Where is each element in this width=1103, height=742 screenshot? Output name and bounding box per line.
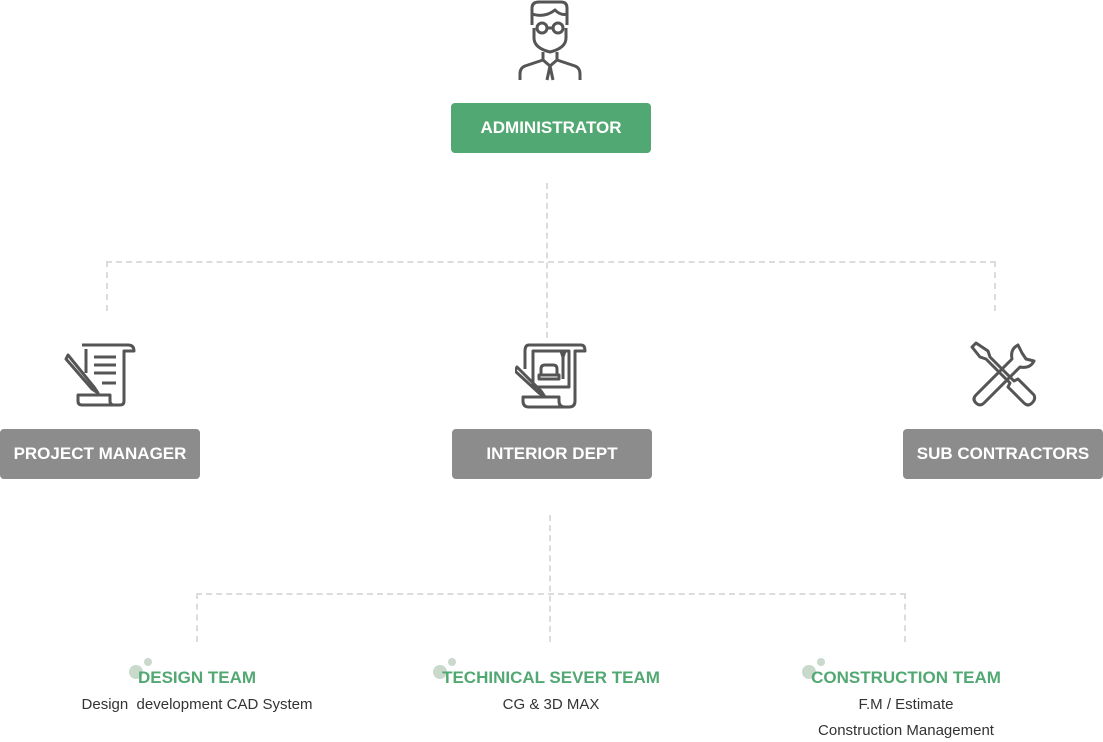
connector-line [196, 593, 906, 595]
department-box-sub-contractors[interactable]: SUB CONTRACTORS [903, 429, 1103, 479]
team-design: DESIGN TEAM Design development CAD Syste… [37, 658, 357, 718]
wrench-screwdriver-icon [970, 341, 1037, 407]
connector-line [994, 261, 996, 311]
blueprint-pen-icon [515, 343, 587, 409]
connector-line [549, 515, 551, 642]
connector-line [196, 593, 198, 642]
document-pen-icon [64, 343, 136, 407]
team-title: CONSTRUCTION TEAM [811, 668, 1001, 687]
team-title: TECHINICAL SEVER TEAM [442, 668, 660, 687]
connector-line [106, 261, 996, 263]
connector-line [904, 593, 906, 642]
team-description: Construction Management [818, 722, 994, 739]
team-technical-server: TECHINICAL SEVER TEAM CG & 3D MAX [391, 658, 711, 718]
team-description: F.M / Estimate [858, 696, 954, 713]
decorative-dots-icon [802, 658, 826, 679]
decorative-dots-icon [128, 658, 152, 679]
administrator-box[interactable]: ADMINISTRATOR [451, 103, 651, 153]
connector-line [546, 183, 548, 338]
team-description: Design development CAD System [81, 696, 313, 713]
team-description: CG & 3D MAX [502, 696, 600, 713]
connector-line [106, 261, 108, 311]
decorative-dots-icon [433, 658, 457, 679]
person-glasses-icon [518, 0, 582, 81]
team-title: DESIGN TEAM [137, 668, 257, 687]
department-box-project-manager[interactable]: PROJECT MANAGER [0, 429, 200, 479]
department-box-interior-dept[interactable]: INTERIOR DEPT [452, 429, 652, 479]
